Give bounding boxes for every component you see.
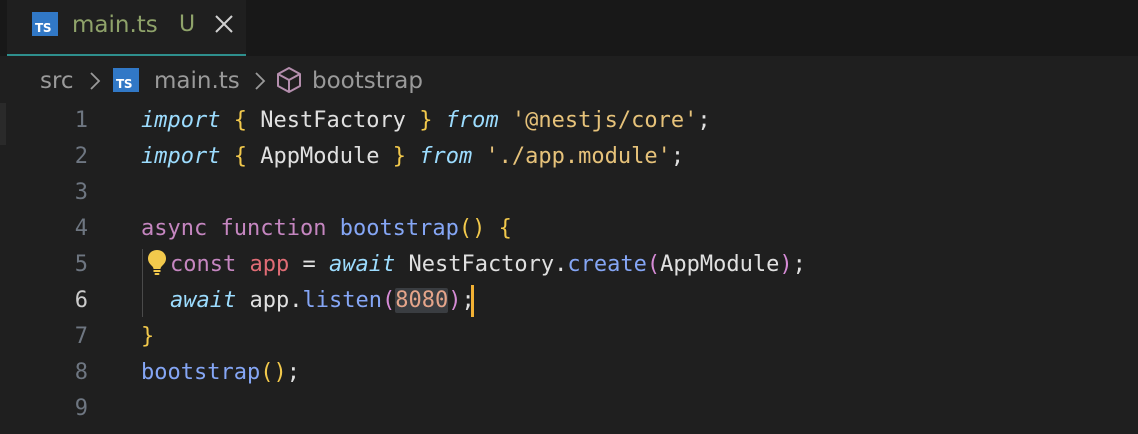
line-content: async function bootstrap() { (141, 211, 512, 247)
keyword-token: await (170, 288, 237, 313)
function-name-token: bootstrap (339, 216, 459, 241)
paren-token: ) (779, 252, 793, 277)
line-content: const app = await NestFactory.create(App… (170, 247, 806, 283)
paren-token: () (458, 216, 486, 241)
line-number: 4 (74, 216, 88, 241)
line-number: 6 (74, 288, 88, 313)
chevron-right-icon (255, 72, 266, 90)
punctuation-token: ; (697, 108, 711, 133)
overview-ruler-marker (0, 103, 6, 145)
line-content: await app.listen(8080); (170, 283, 475, 319)
method-token: create (567, 252, 647, 277)
paren-token: ) (448, 288, 462, 313)
identifier-token: app (249, 288, 290, 313)
punctuation-token: ; (670, 144, 685, 169)
brace-token: { (233, 108, 247, 133)
active-tab-indicator (7, 54, 246, 56)
punctuation-token: . (554, 252, 568, 277)
identifier-token: NestFactory (408, 252, 555, 277)
line-number: 2 (74, 144, 88, 169)
line-content: } (141, 319, 154, 355)
typescript-file-icon: TS (113, 68, 139, 92)
code-editor[interactable]: 1 import { NestFactory } from '@nestjs/c… (0, 103, 1138, 434)
typescript-file-icon: TS (32, 12, 58, 36)
cube-icon (277, 67, 301, 93)
line-content: import { AppModule } from './app.module'… (141, 139, 684, 175)
paren-token: ( (646, 252, 661, 277)
tab-bar: TS main.ts U (0, 0, 1138, 56)
brace-token: } (141, 324, 155, 349)
line-number: 8 (74, 360, 88, 385)
breadcrumb-file[interactable]: main.ts (154, 68, 240, 94)
brace-token: } (392, 144, 406, 169)
code-line: 3 (0, 175, 1138, 211)
line-number: 5 (74, 252, 88, 277)
line-content: import { NestFactory } from '@nestjs/cor… (141, 103, 711, 139)
identifier-token: AppModule (660, 252, 780, 277)
text-cursor (471, 285, 474, 317)
brace-token: } (419, 108, 433, 133)
keyword-token: from (419, 144, 473, 169)
keyword-token: from (445, 108, 499, 133)
brace-token: { (233, 144, 247, 169)
punctuation-token: ; (286, 360, 300, 385)
breadcrumb-symbol[interactable]: bootstrap (312, 68, 423, 94)
string-token: './app.module' (485, 144, 671, 169)
punctuation-token: . (289, 288, 303, 313)
function-name-token: bootstrap (141, 360, 261, 385)
line-number: 1 (74, 108, 88, 133)
brace-token: { (498, 216, 512, 241)
number-token: 8080 (395, 288, 449, 313)
lightbulb-icon[interactable] (146, 248, 168, 276)
breadcrumb-folder[interactable]: src (40, 68, 74, 94)
variable-token: app (249, 252, 290, 277)
code-line: 2 import { AppModule } from './app.modul… (0, 139, 1138, 175)
line-number: 3 (74, 180, 88, 205)
identifier-token: AppModule (260, 144, 380, 169)
code-line: 7 } (0, 319, 1138, 355)
paren-token: () (260, 360, 287, 385)
code-line: 6 await app.listen(8080); (0, 283, 1138, 319)
punctuation-token: ; (792, 252, 806, 277)
string-token: '@nestjs/core' (511, 108, 698, 133)
method-token: listen (302, 288, 382, 313)
keyword-token: async (141, 216, 208, 241)
code-line: 9 (0, 391, 1138, 427)
git-status-badge: U (179, 12, 196, 37)
chevron-right-icon (90, 72, 101, 90)
code-line: 4 async function bootstrap() { (0, 211, 1138, 247)
paren-token: ( (381, 288, 396, 313)
keyword-token: import (141, 108, 221, 133)
tab-title: main.ts (72, 12, 158, 38)
keyword-token: const (170, 252, 237, 277)
code-line: 5 const app = await NestFactory.create(A… (0, 247, 1138, 283)
operator-token: = (302, 252, 316, 277)
close-icon[interactable] (212, 12, 236, 36)
line-content: bootstrap(); (141, 355, 300, 391)
code-line: 8 bootstrap(); (0, 355, 1138, 391)
code-line: 1 import { NestFactory } from '@nestjs/c… (0, 103, 1138, 139)
tab-main-ts[interactable]: TS main.ts U (7, 0, 246, 56)
keyword-token: await (328, 252, 396, 277)
line-number: 9 (74, 396, 88, 421)
identifier-token: NestFactory (260, 108, 406, 133)
line-number: 7 (74, 324, 88, 349)
keyword-token: function (220, 216, 327, 241)
indent-guide (142, 249, 143, 317)
breadcrumb: src TS main.ts bootstrap (0, 60, 1138, 100)
keyword-token: import (141, 144, 221, 169)
